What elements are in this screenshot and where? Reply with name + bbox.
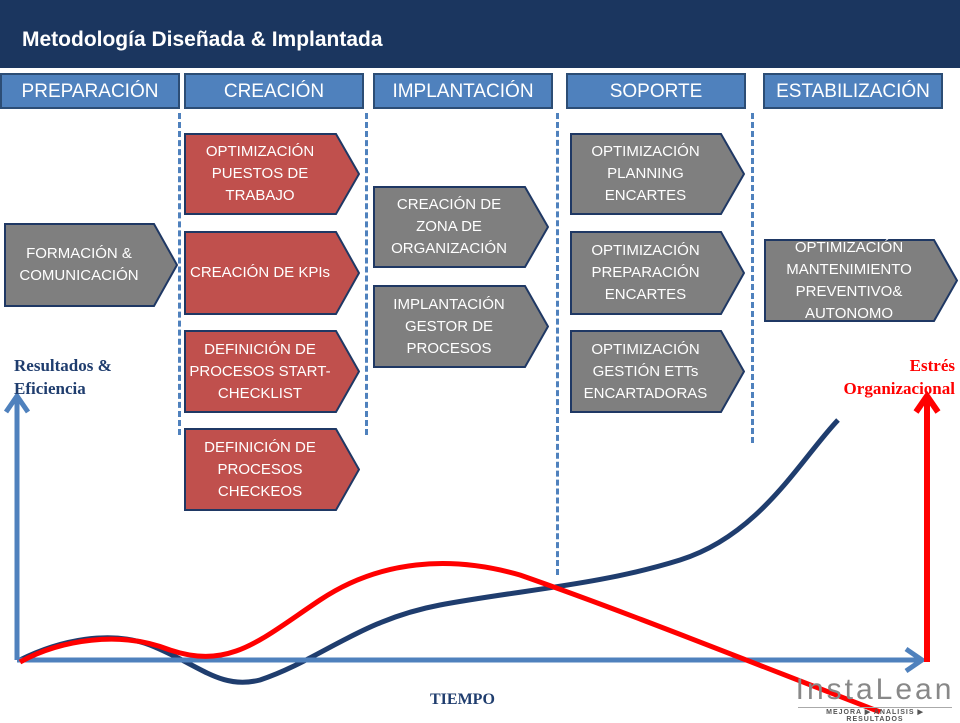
process-box-s2: OPTIMIZACIÓN PREPARACIÓN ENCARTES [570, 231, 745, 315]
process-box-s1: OPTIMIZACIÓN PLANNING ENCARTES [570, 133, 745, 215]
process-box-i1: CREACIÓN DE ZONA DE ORGANIZACIÓN [373, 186, 549, 268]
process-box-label: DEFINICIÓN DE PROCESOS CHECKEOS [204, 438, 316, 500]
phase-creacion: CREACIÓN [184, 73, 364, 109]
process-box-label: OPTIMIZACIÓN PREPARACIÓN ENCARTES [591, 242, 700, 303]
y-axis-arrow [3, 391, 31, 660]
pentagon-shape [184, 231, 360, 315]
pentagon-shape [570, 231, 745, 315]
process-box-label: OPTIMIZACIÓN PLANNING ENCARTES [591, 143, 700, 204]
stress-axis-arrow [913, 390, 941, 662]
process-box-c4: DEFINICIÓN DE PROCESOS CHECKEOS [184, 428, 360, 511]
logo-name: InstaLean [795, 673, 955, 706]
process-box-label: CREACIÓN DE ZONA DE ORGANIZACIÓN [391, 196, 507, 257]
page-title: Metodología Diseñada & Implantada [22, 28, 383, 51]
pentagon-shape [4, 223, 178, 307]
phase-soporte: SOPORTE [566, 73, 746, 109]
pentagon-shape [184, 133, 360, 215]
phase-implantacion: IMPLANTACIÓN [373, 73, 553, 109]
phase-estabilizacion: ESTABILIZACIÓN [763, 73, 943, 109]
process-box-e1: OPTIMIZACIÓN MANTENIMIENTO PREVENTIVO& A… [764, 239, 958, 322]
process-box-label: OPTIMIZACIÓN GESTIÓN ETTs ENCARTADORAS [583, 340, 708, 402]
divider [178, 113, 181, 435]
process-box-s3: OPTIMIZACIÓN GESTIÓN ETTs ENCARTADORAS [570, 330, 745, 413]
process-box-i2: IMPLANTACIÓN GESTOR DE PROCESOS [373, 285, 549, 368]
process-box-label: OPTIMIZACIÓN MANTENIMIENTO PREVENTIVO& A… [786, 238, 912, 322]
time-label: TIEMPO [430, 691, 495, 708]
pentagon-shape [184, 428, 360, 511]
phase-preparacion: PREPARACIÓN [0, 73, 180, 109]
pentagon-shape [570, 330, 745, 413]
header-bar [0, 0, 960, 68]
divider [365, 113, 368, 435]
process-box-c3: DEFINICIÓN DE PROCESOS START-CHECKLIST [184, 330, 360, 413]
pentagon-shape [764, 239, 958, 322]
pentagon-shape [373, 285, 549, 368]
stress-curve [18, 561, 881, 715]
process-box-label: IMPLANTACIÓN GESTOR DE PROCESOS [393, 295, 505, 357]
process-box-c1: OPTIMIZACIÓN PUESTOS DE TRABAJO [184, 133, 360, 215]
process-box-c2: CREACIÓN DE KPIs [184, 231, 360, 315]
process-box-label: DEFINICIÓN DE PROCESOS START-CHECKLIST [189, 340, 331, 402]
x-axis-arrow [17, 646, 927, 674]
divider [751, 113, 754, 443]
process-box-label: FORMACIÓN & COMUNICACIÓN [19, 245, 139, 284]
divider [556, 113, 559, 575]
logo-tagline: MEJORA ▶ ANALISIS ▶ RESULTADOS [798, 707, 952, 723]
stress-label: Estrés Organizacional [843, 356, 955, 398]
process-box-label: CREACIÓN DE KPIs [189, 264, 331, 281]
pentagon-shape [184, 330, 360, 413]
results-label: Resultados & Eficiencia [14, 356, 112, 398]
instalean-logo: InstaLean MEJORA ▶ ANALISIS ▶ RESULTADOS [790, 675, 960, 723]
pentagon-shape [373, 186, 549, 268]
process-box-label: OPTIMIZACIÓN PUESTOS DE TRABAJO [205, 143, 315, 204]
process-box-formacion: FORMACIÓN & COMUNICACIÓN [4, 223, 178, 307]
pentagon-shape [570, 133, 745, 215]
